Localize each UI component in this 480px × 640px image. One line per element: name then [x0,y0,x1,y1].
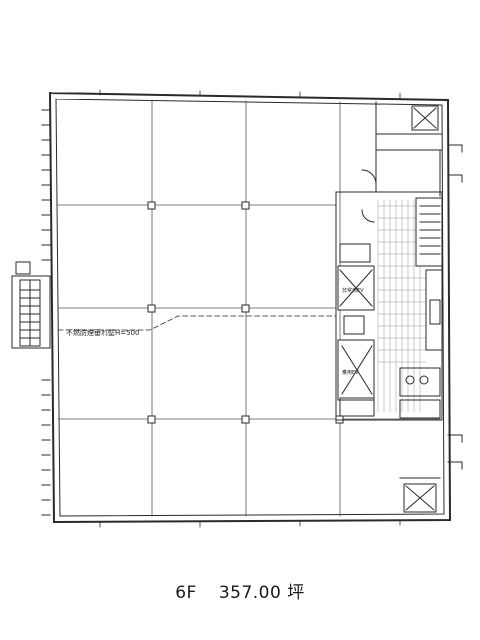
area-unit: 坪 [287,583,305,603]
stair-room-bottom [399,477,441,513]
stair-room-top [361,101,443,223]
window-mullions-left [41,109,51,516]
floor-label: 6F [175,583,197,603]
edge-ticks [99,89,401,528]
exterior-stair [11,261,51,349]
elevator-label-passenger: 乗用EV [342,369,359,376]
floor-plan-drawing: 不燃防煙垂れ壁H=500 非常用EV 乗用EV [11,89,463,528]
elevator-label-emergency: 非常用EV [342,287,364,294]
smoke-barrier-label: 不燃防煙垂れ壁H=500 [66,328,140,337]
smoke-barrier-line [57,315,337,331]
window-mullions-right [447,144,463,470]
columns [147,201,344,424]
service-core [335,191,443,421]
floor-area: 357.00 [218,583,282,603]
outer-wall [48,91,452,524]
